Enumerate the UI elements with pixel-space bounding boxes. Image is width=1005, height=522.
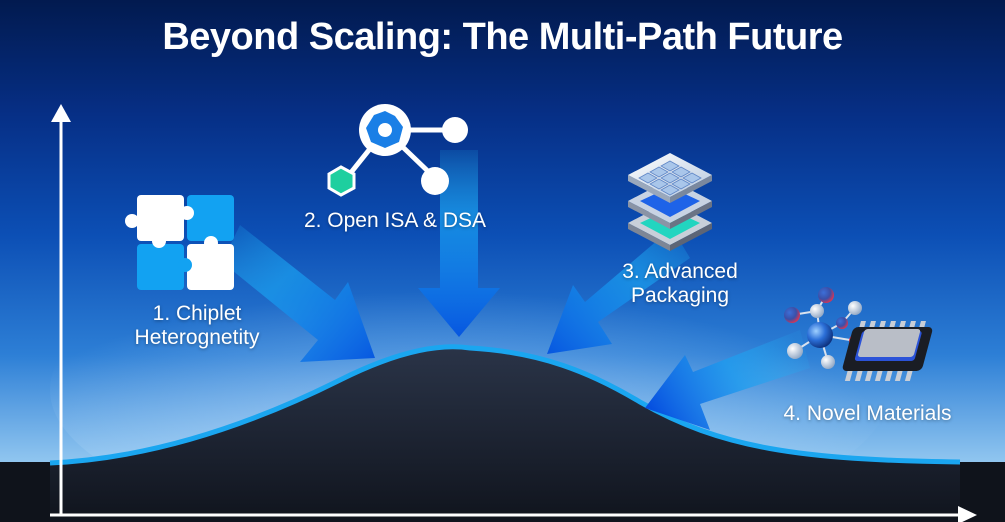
arrow-open-isa bbox=[418, 150, 500, 337]
y-axis-arrowhead-icon bbox=[51, 104, 71, 122]
label-line: Heterognetity bbox=[134, 326, 260, 349]
network-node-icon bbox=[327, 104, 468, 197]
label-line: 4. Novel Materials bbox=[783, 402, 952, 425]
label-line: 3. Advanced bbox=[622, 260, 738, 283]
label-line: Packaging bbox=[630, 284, 730, 307]
label-line: 1. Chiplet bbox=[152, 302, 242, 325]
page-title: Beyond Scaling: The Multi-Path Future bbox=[162, 16, 843, 58]
label-chiplet-heterogeneity: 1. Chiplet Heterognetity bbox=[112, 302, 282, 350]
stacked-layers-icon bbox=[628, 153, 712, 251]
arrow-advanced-packaging bbox=[547, 228, 690, 354]
x-axis-arrowhead-icon bbox=[958, 506, 977, 522]
label-novel-materials: 4. Novel Materials bbox=[760, 402, 975, 426]
label-advanced-packaging: 3. Advanced Packaging bbox=[600, 260, 760, 308]
label-line: 2. Open ISA & DSA bbox=[303, 209, 487, 232]
molecule-chip-icon bbox=[784, 287, 933, 381]
performance-curve bbox=[49, 344, 961, 466]
puzzle-icon bbox=[125, 195, 234, 290]
arrow-chiplet bbox=[222, 225, 375, 362]
label-open-isa-dsa: 2. Open ISA & DSA bbox=[280, 209, 510, 233]
arrow-novel-materials bbox=[645, 330, 810, 430]
performance-hill-top bbox=[50, 346, 960, 522]
